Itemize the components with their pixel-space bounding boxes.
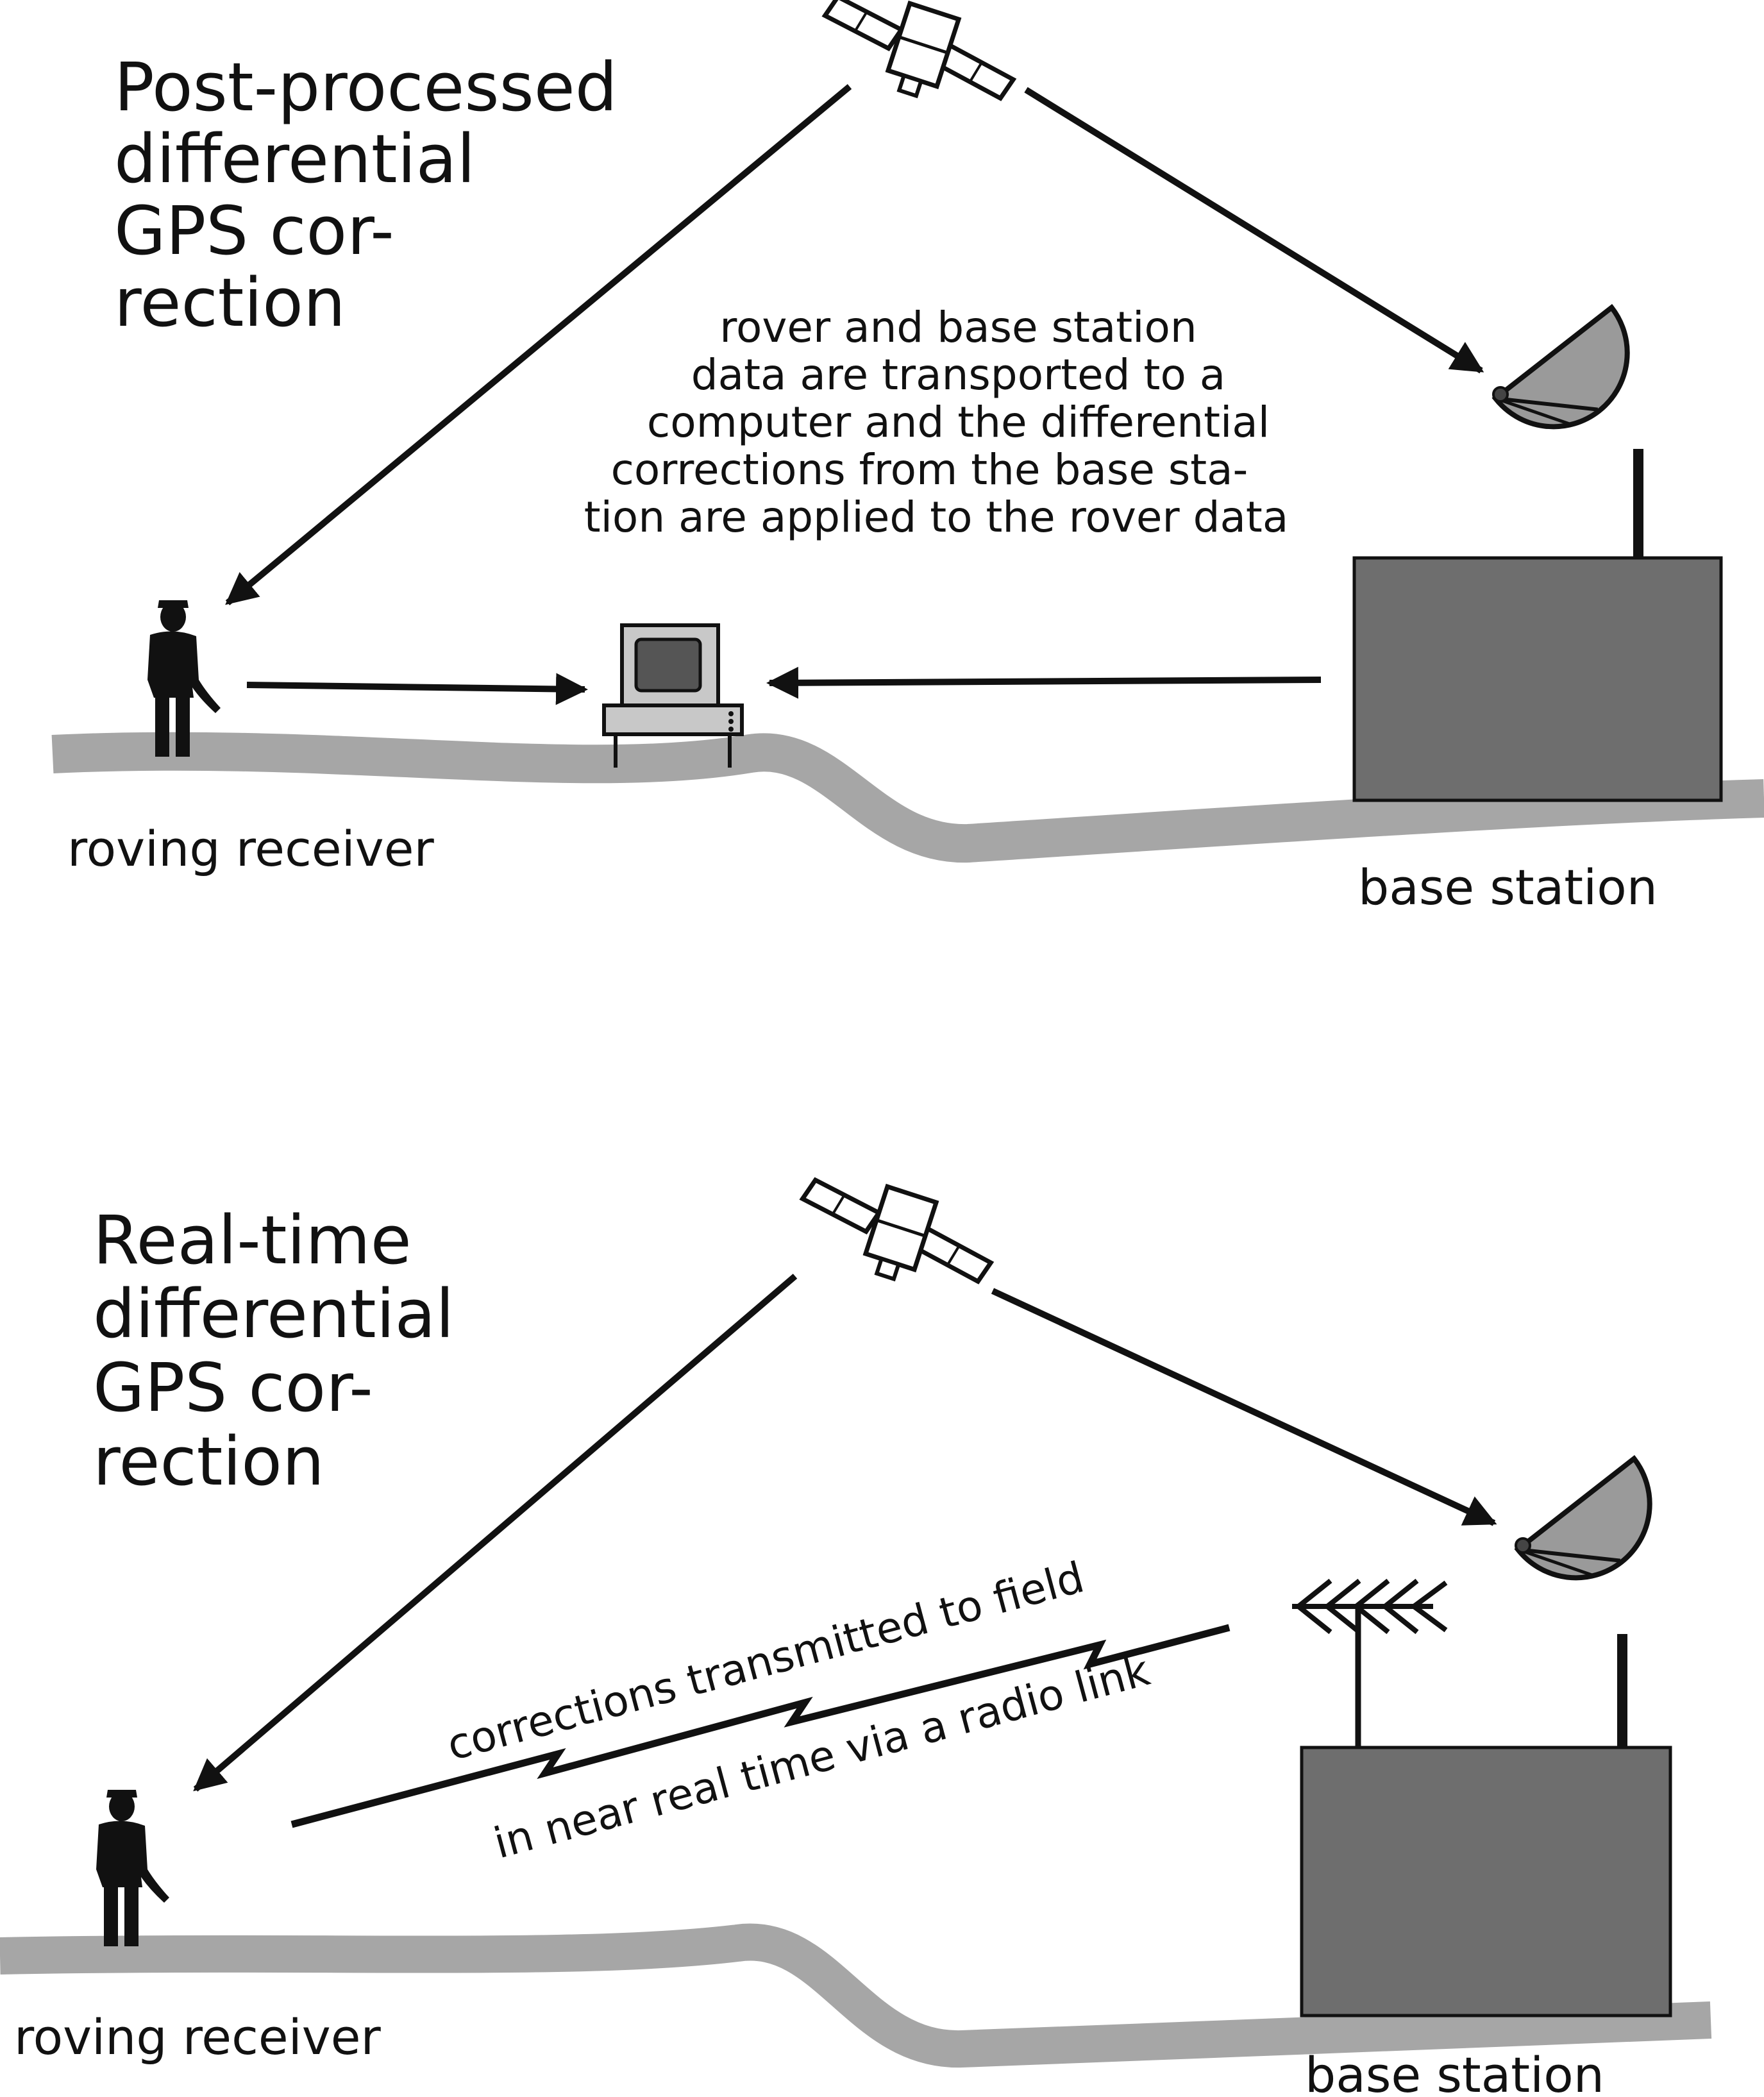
ground [0, 1923, 1712, 2068]
title-line: GPS cor- [93, 1349, 373, 1427]
rover-label: roving receiver [14, 2009, 381, 2066]
title-line: differential [114, 120, 475, 198]
rover-label: roving receiver [67, 820, 434, 877]
satellite-icon [787, 1163, 1003, 1306]
note-line: computer and the differential [647, 398, 1270, 447]
signal-arrow-to-base [1024, 87, 1484, 374]
base-label: base station [1305, 2046, 1604, 2097]
data-arrow-base-to-computer [766, 666, 1322, 699]
dish-antenna-icon [1516, 1459, 1679, 1608]
process-note: rover and base station data are transpor… [584, 303, 1289, 542]
base-label: base station [1358, 859, 1658, 916]
title-line: Real-time [93, 1201, 412, 1279]
base-station-building [1300, 1746, 1672, 2017]
radio-label-bottom: in near real time via a radio link [489, 1646, 1155, 1868]
data-arrow-rover-to-computer [246, 673, 588, 705]
panel-post-processed: Post-processed differential GPS cor- rec… [51, 0, 1764, 916]
signal-arrow-to-rover [193, 1274, 798, 1792]
title-line: rection [114, 264, 346, 342]
ground [51, 732, 1764, 863]
yagi-antenna-icon [1292, 1578, 1448, 1747]
signal-arrow-to-base [991, 1288, 1497, 1526]
base-station-building [1352, 556, 1723, 802]
note-line: rover and base station [719, 303, 1197, 352]
title-line: rection [93, 1422, 324, 1501]
note-line: data are transported to a [691, 350, 1225, 400]
title-line: GPS cor- [114, 192, 394, 270]
signal-arrow-to-rover [225, 84, 852, 605]
person-icon [96, 1790, 169, 1946]
title-line: Post-processed [114, 48, 617, 126]
panel-real-time: Real-time differential GPS cor- rection … [0, 1163, 1712, 2097]
panel-title-real-time: Real-time differential GPS cor- rection [93, 1201, 475, 1501]
note-line: corrections from the base sta- [611, 445, 1248, 494]
title-line: differential [93, 1275, 454, 1353]
satellite-icon [810, 0, 1025, 122]
radio-link-bolt [290, 1624, 1231, 1828]
dish-antenna-icon [1493, 308, 1657, 457]
panel-title-post-processed: Post-processed differential GPS cor- rec… [114, 48, 639, 342]
note-line: tion are applied to the rover data [584, 493, 1289, 542]
radio-label-top: corrections transmitted to field [442, 1553, 1089, 1770]
